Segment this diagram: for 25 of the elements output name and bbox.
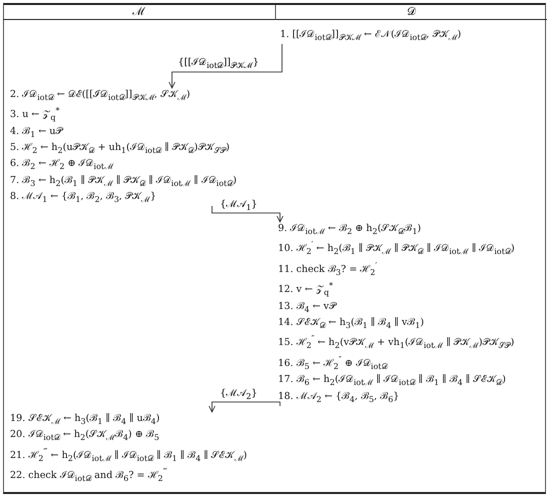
edge-label: {ℳ𝒜$_{1}$} <box>218 197 260 212</box>
message-arrow <box>168 44 282 88</box>
message-arrow <box>212 206 284 222</box>
protocol-step: 20. ℐ𝒟$_{iot𝒟}$ ← h$_{2}$(𝒮𝒦$_{ℳ}$ℬ$_{4}$) ⊕ ℬ$_{5}$ <box>10 428 247 445</box>
edge-label: {ℳ𝒜$_{2}$} <box>218 386 260 401</box>
protocol-step: 13. ℬ$_{4}$ ← v𝒫 <box>278 300 515 316</box>
protocol-step: 10. ℋ$_{2}$$^{′}$ ← h$_{2}$(ℬ$_{1}$ ∥ 𝒫𝒦$_{ℳ}$ ∥ 𝒫𝒦$_{𝒟}$ ∥ ℐ𝒟$_{iotℳ}$ ∥ ℐ𝒟$_{iot𝒟}$) <box>278 238 515 259</box>
protocol-step: 19. 𝒮ℰ𝒦$_{ℳ}$ ← h$_{3}$(ℬ$_{1}$ ∥ ℬ$_{4}$ ∥ uℬ$_{4}$) <box>10 412 247 428</box>
edge-label: {[[ℐ𝒟$_{iot𝒟}$]]$_{𝒫𝒦ℳ}$} <box>176 55 261 71</box>
protocol-step: 18. ℳ𝒜$_{2}$ ← {ℬ$_{4}$, ℬ$_{5}$, ℬ$_{6}$} <box>278 390 515 406</box>
column-header: 𝒟 <box>275 5 547 20</box>
column-header: ℳ <box>3 5 275 20</box>
protocol-step: 7. ℬ$_{3}$ ← h$_{2}$(ℬ$_{1}$ ∥ 𝒫𝒦$_{ℳ}$ ∥ 𝒫𝒦$_{𝒟}$ ∥ ℐ𝒟$_{iotℳ}$ ∥ ℐ𝒟$_{iot𝒟}$) <box>10 174 237 190</box>
protocol-step: 14. 𝒮ℰ𝒦$_{𝒟}$ ← h$_{3}$(ℬ$_{1}$ ∥ ℬ$_{4}$ ∥ vℬ$_{1}$) <box>278 316 515 332</box>
message-arrow <box>208 402 280 412</box>
protocol-step: 21. ℋ$_{2}$$^{‴}$ ← h$_{2}$(ℐ𝒟$_{iotℳ}$ ∥ ℐ𝒟$_{iot𝒟}$ ∥ ℬ$_{1}$ ∥ ℬ$_{4}$ ∥ 𝒮ℰ𝒦$_{ℳ}$) <box>10 444 247 466</box>
protocol-step: 9. ℐ𝒟$_{iotℳ}$ ← ℬ$_{2}$ ⊕ h$_{2}$(𝒮𝒦$_{𝒟}$ℬ$_{1}$) <box>278 222 515 238</box>
protocol-step: 6. ℬ$_{2}$ ← ℋ$_{2}$ ⊕ ℐ𝒟$_{iotℳ}$ <box>10 157 237 174</box>
protocol-step: 2. ℐ𝒟$_{iot𝒟}$ ← 𝒟ℰ([[ℐ𝒟$_{iot𝒟}$]]$_{𝒫𝒦ℳ}$, 𝒮𝒦$_{ℳ}$) <box>10 88 237 104</box>
protocol-step: 15. ℋ$_{2}$$^{″}$ ← h$_{2}$(v𝒫𝒦$_{ℳ}$ + vh$_{1}$(ℐ𝒟$_{iotℳ}$ ∥ 𝒫𝒦$_{ℳ}$)𝒫𝒦$_{𝒮𝒫}$) <box>278 332 515 353</box>
protocol-step: 4. ℬ$_{1}$ ← u𝒫 <box>10 124 237 142</box>
protocol-step: 17. ℬ$_{6}$ ← h$_{2}$(ℐ𝒟$_{iotℳ}$ ∥ ℐ𝒟$_{iot𝒟}$ ∥ ℬ$_{1}$ ∥ ℬ$_{4}$ ∥ 𝒮ℰ𝒦$_{𝒟}$) <box>278 373 515 390</box>
protocol-step: 16. ℬ$_{5}$ ← ℋ$_{2}$$^{″}$ ⊕ ℐ𝒟$_{iot𝒟}$ <box>278 352 515 374</box>
protocol-step: 5. ℋ$_{2}$ ← h$_{2}$(u𝒫𝒦$_{𝒟}$ + uh$_{1}$(ℐ𝒟$_{iot𝒟}$ ∥ 𝒫𝒦$_{𝒟}$)𝒫𝒦$_{𝒮𝒫}$) <box>10 141 237 158</box>
protocol-step: 1. [[ℐ𝒟$_{iot𝒟}$]]$_{𝒫𝒦ℳ}$ ← ℰ𝒩(ℐ𝒟$_{iot𝒟}$, 𝒫𝒦$_{ℳ}$) <box>280 28 462 44</box>
